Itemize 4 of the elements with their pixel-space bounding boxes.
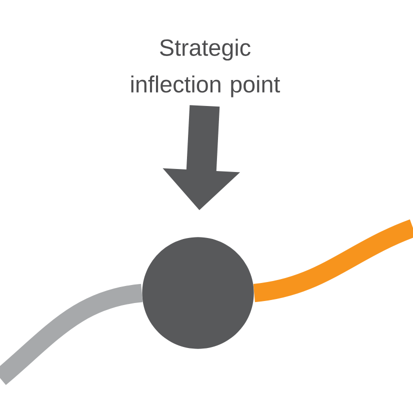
heading-text: Strategic inflection point [131, 38, 280, 98]
circle [142, 237, 254, 349]
curve-line [0, 284, 144, 385]
curve-line [253, 219, 413, 302]
